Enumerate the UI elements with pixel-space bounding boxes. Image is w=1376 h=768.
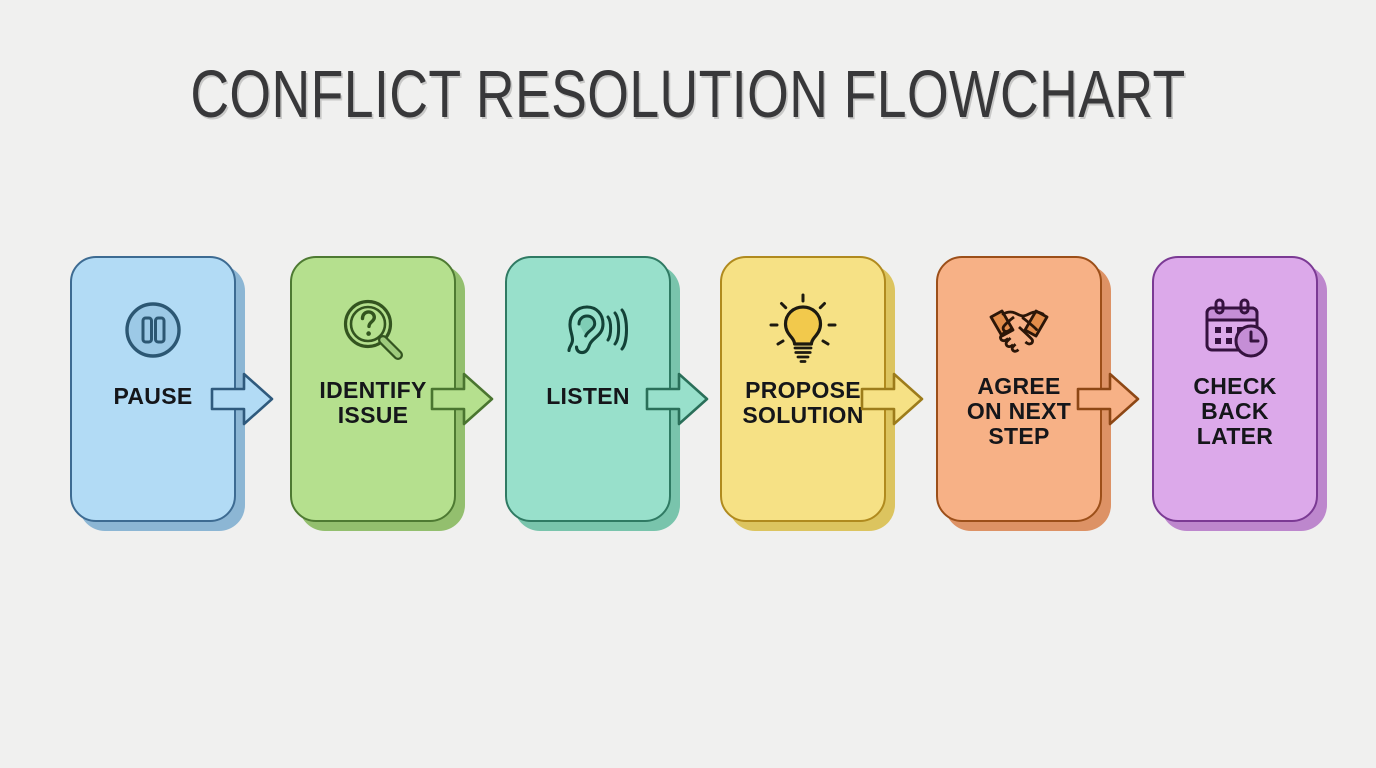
flow-step-2[interactable]: IDENTIFY ISSUE <box>290 256 494 531</box>
flow-step-5[interactable]: AGREE ON NEXT STEP <box>936 256 1140 531</box>
flow-step-1[interactable]: PAUSE <box>70 256 274 531</box>
ear-listening-icon <box>550 294 628 366</box>
flow-step-label: CHECK BACK LATER <box>1193 373 1277 449</box>
flow-arrow-5-to-6 <box>1076 372 1140 426</box>
magnifier-question-icon <box>335 294 411 366</box>
flow-arrow-4-to-5 <box>860 372 924 426</box>
flow-step-label: AGREE ON NEXT STEP <box>966 373 1072 449</box>
page-title: CONFLICT RESOLUTION FLOWCHART <box>190 57 1186 132</box>
flow-step-label: IDENTIFY ISSUE <box>319 377 427 428</box>
flow-step-4[interactable]: PROPOSE SOLUTION <box>720 256 924 531</box>
lightbulb-idea-icon <box>765 293 841 366</box>
flow-steps-row: PAUSE IDENTIFY ISSUE LISTEN PROPOSE SOLUTIO… <box>0 256 1376 536</box>
handshake-agreement-icon <box>981 294 1057 366</box>
flow-arrow-2-to-3 <box>430 372 494 426</box>
flow-step-card[interactable]: IDENTIFY ISSUE <box>290 256 456 522</box>
flow-step-label: PAUSE <box>113 383 193 409</box>
flow-step-6[interactable]: CHECK BACK LATER <box>1152 256 1327 531</box>
flow-step-card[interactable]: PAUSE <box>70 256 236 522</box>
flow-step-3[interactable]: LISTEN <box>505 256 709 531</box>
calendar-clock-icon <box>1197 294 1273 366</box>
pause-circle-icon <box>115 294 191 366</box>
flow-step-card[interactable]: AGREE ON NEXT STEP <box>936 256 1102 522</box>
flow-arrow-3-to-4 <box>645 372 709 426</box>
flow-step-card[interactable]: CHECK BACK LATER <box>1152 256 1318 522</box>
flow-step-card[interactable]: LISTEN <box>505 256 671 522</box>
flow-step-label: LISTEN <box>546 383 630 409</box>
flow-step-label: PROPOSE SOLUTION <box>742 377 864 428</box>
flow-arrow-1-to-2 <box>210 372 274 426</box>
